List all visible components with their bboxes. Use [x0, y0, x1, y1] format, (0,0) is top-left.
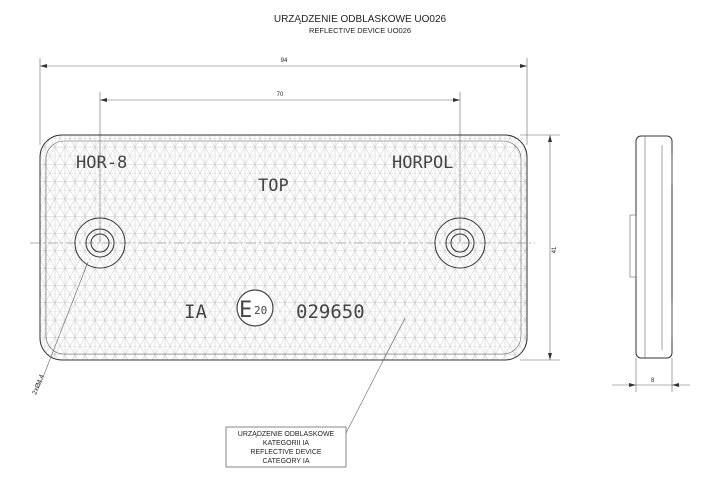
- dimension-height: 41: [520, 134, 560, 361]
- approval-mark-letter: E: [239, 298, 252, 323]
- title-en: REFLECTIVE DEVICE UO026: [309, 26, 411, 35]
- dimension-width-label: 94: [281, 58, 288, 64]
- category-callout: URZĄDZENIE ODBLASKOWE KATEGORII IA REFLE…: [225, 317, 406, 468]
- title-pl: URZĄDZENIE ODBLASKOWE UO026: [274, 14, 447, 25]
- marking-top: TOP: [258, 176, 289, 196]
- dimension-hole-spacing-label: 70: [277, 92, 284, 98]
- callout-line: REFLECTIVE DEVICE: [250, 449, 322, 456]
- reflector-plate: HOR-8 TOP HORPOL IA E 20 029650: [39, 134, 528, 361]
- callout-line: CATEGORY IA: [262, 458, 309, 465]
- side-view: 8: [612, 135, 690, 392]
- marking-hor8: HOR-8: [76, 153, 127, 173]
- marking-horpol: HORPOL: [392, 153, 453, 173]
- dimension-width: 94: [39, 58, 528, 145]
- marking-approval-number: 029650: [296, 301, 365, 323]
- mounting-hole-left: [74, 217, 126, 269]
- callout-line: KATEGORII IA: [263, 440, 309, 447]
- dimension-height-label: 41: [552, 246, 558, 253]
- e-approval-mark: E 20: [236, 289, 274, 327]
- hole-diameter-label: 2xØ4.4: [31, 373, 45, 395]
- callout-line: URZĄDZENIE ODBLASKOWE: [238, 431, 335, 438]
- approval-country-code: 20: [254, 304, 267, 317]
- mounting-hole-right: [434, 217, 486, 269]
- marking-category: IA: [184, 301, 207, 323]
- dimension-thickness-label: 8: [651, 378, 655, 384]
